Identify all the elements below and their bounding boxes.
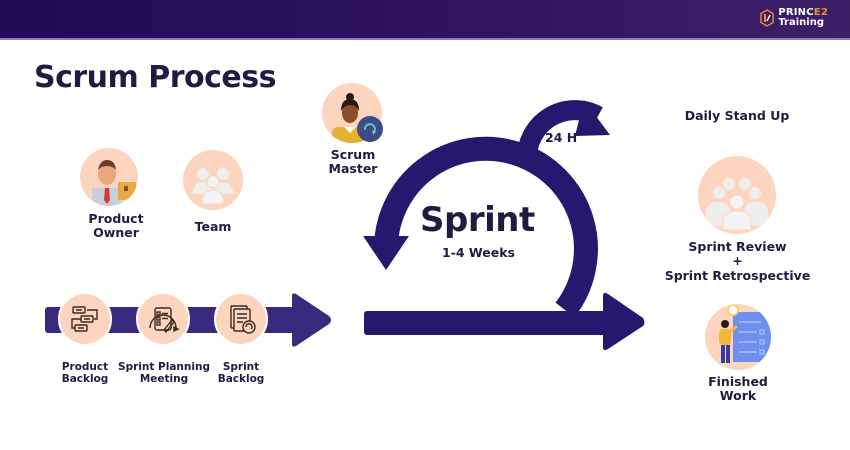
daily-standup-label: Daily Stand Up	[684, 108, 790, 123]
team-icon	[193, 168, 233, 205]
product-backlog-label-line1: Product	[61, 361, 109, 373]
finished-work-line2: Work	[719, 388, 757, 404]
finished-work-avatar	[705, 304, 771, 370]
sprint-backlog-label: Sprint Backlog	[204, 361, 278, 385]
sprint-planning-label-line2: Meeting	[139, 373, 189, 386]
sprint-review-label: Sprint Review + Sprint Retrospective	[660, 239, 815, 283]
logo-text-main: PRINC	[778, 7, 814, 18]
finished-work-line1: Finished	[708, 374, 768, 389]
sprint-planning-node[interactable]	[136, 292, 190, 346]
sprint-arrowhead-down	[363, 236, 409, 270]
agile-cycle-badge	[357, 116, 383, 142]
sprint-review-line1: Sprint Review	[688, 239, 787, 254]
product-backlog-node[interactable]	[58, 292, 112, 346]
scrum-master-label: Scrum Master	[318, 147, 388, 177]
sprint-backlog-label-line2: Backlog	[217, 373, 265, 386]
daily-cycle-label: 24 H	[545, 130, 578, 145]
sprint-title: Sprint	[420, 200, 535, 240]
product-owner-label: Product Owner	[70, 211, 162, 241]
sprint-duration: 1-4 Weeks	[442, 245, 515, 260]
sprint-backlog-node[interactable]	[214, 292, 268, 346]
sprint-output-arrow	[364, 292, 645, 351]
scrum-master-label-line1: Scrum	[330, 147, 376, 162]
review-group-icon	[706, 178, 768, 231]
product-backlog-icon	[71, 306, 98, 332]
sprint-backlog-label-line1: Sprint	[222, 361, 260, 373]
product-owner-icon	[92, 160, 136, 206]
sprint-review-avatar	[698, 156, 776, 234]
sprint-review-plus: +	[732, 253, 743, 269]
sprint-planning-label-line1: Sprint Planning	[118, 361, 210, 373]
product-backlog-label: Product Backlog	[45, 361, 125, 385]
product-owner-label-line1: Product	[88, 211, 144, 226]
team-avatar	[183, 150, 243, 210]
logo-text-accent: E2	[813, 7, 828, 18]
sprint-planning-icon	[149, 307, 180, 334]
daily-cycle-arrowhead	[575, 100, 610, 136]
brand-logo[interactable]: PRINCE2 Training	[760, 8, 828, 28]
finished-work-label: Finished Work	[690, 374, 786, 404]
team-label: Team	[194, 219, 232, 234]
product-owner-label-line2: Owner	[93, 225, 139, 241]
logo-text-training: Training	[778, 17, 824, 28]
scrum-master-label-line2: Master	[328, 161, 378, 177]
sprint-backlog-icon	[230, 305, 256, 334]
finished-work-icon	[719, 304, 771, 363]
agile-cycle-icon	[364, 123, 376, 135]
product-owner-avatar	[80, 148, 138, 206]
product-backlog-label-line2: Backlog	[61, 373, 109, 386]
sprint-planning-label: Sprint Planning Meeting	[118, 361, 210, 385]
header-bar: PRINCE2 Training	[0, 0, 850, 40]
prince2-hexagon-logo-icon	[760, 9, 775, 27]
sprint-retrospective-line: Sprint Retrospective	[664, 267, 811, 283]
page-title: Scrum Process	[34, 60, 276, 95]
